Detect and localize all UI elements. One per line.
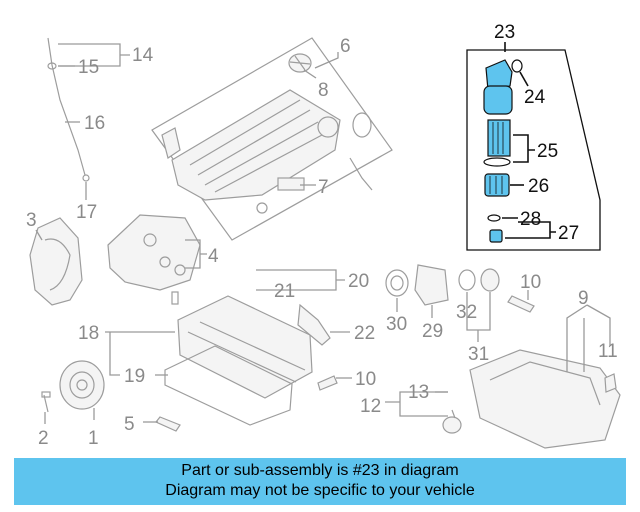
callout-5: 5 (124, 414, 135, 435)
callout-32: 32 (456, 302, 477, 323)
callout-22: 22 (354, 323, 375, 344)
callout-7: 7 (318, 177, 329, 198)
callout-21: 21 (274, 281, 295, 302)
banner-line-1: Part or sub-assembly is #23 in diagram (181, 462, 459, 479)
callout-15: 15 (78, 57, 99, 78)
callout-11: 11 (598, 341, 618, 362)
callout-10-oil-cooler: 10 (520, 272, 541, 293)
timing-covers-group (29, 214, 201, 306)
callout-31: 31 (468, 344, 489, 365)
intake-manifold-group (151, 37, 393, 241)
banner-line-2: Diagram may not be specific to your vehi… (165, 482, 475, 499)
leader-lines (35, 43, 611, 424)
callout-25: 25 (537, 141, 558, 162)
callout-29: 29 (422, 321, 443, 342)
callout-26: 26 (528, 176, 549, 197)
callout-19: 19 (124, 366, 145, 387)
callout-1: 1 (88, 428, 99, 449)
callout-28: 28 (520, 209, 541, 230)
highlighted-leader-lines (502, 42, 556, 239)
callout-17: 17 (76, 202, 97, 223)
callout-labels: 1 2 3 4 5 6 7 8 9 10 10 11 12 13 14 15 1… (26, 22, 618, 449)
pulley-group (41, 360, 105, 413)
callout-6: 6 (340, 36, 351, 57)
valve-cover-group (164, 291, 331, 426)
callout-3: 3 (26, 210, 37, 231)
callout-13: 13 (408, 382, 429, 403)
part-info-banner: Part or sub-assembly is #23 in diagram D… (14, 458, 626, 505)
parts-diagram: 1 2 3 4 5 6 7 8 9 10 10 11 12 13 14 15 1… (26, 22, 621, 449)
callout-9: 9 (578, 288, 589, 309)
callout-14: 14 (132, 45, 154, 66)
callout-2: 2 (38, 428, 49, 449)
callout-10-valve: 10 (355, 369, 376, 390)
callout-4: 4 (208, 246, 219, 267)
oil-cooler-pan-group (155, 264, 621, 449)
callout-18: 18 (78, 323, 99, 344)
callout-30: 30 (386, 314, 407, 335)
callout-16: 16 (84, 113, 105, 134)
callout-27: 27 (558, 223, 579, 244)
oil-filter-housing-assembly (466, 49, 601, 251)
callout-8: 8 (318, 80, 329, 101)
callout-12: 12 (360, 396, 381, 417)
callout-23: 23 (494, 22, 515, 43)
dipstick-group (47, 37, 90, 182)
callout-24: 24 (524, 87, 546, 108)
callout-20: 20 (348, 271, 369, 292)
